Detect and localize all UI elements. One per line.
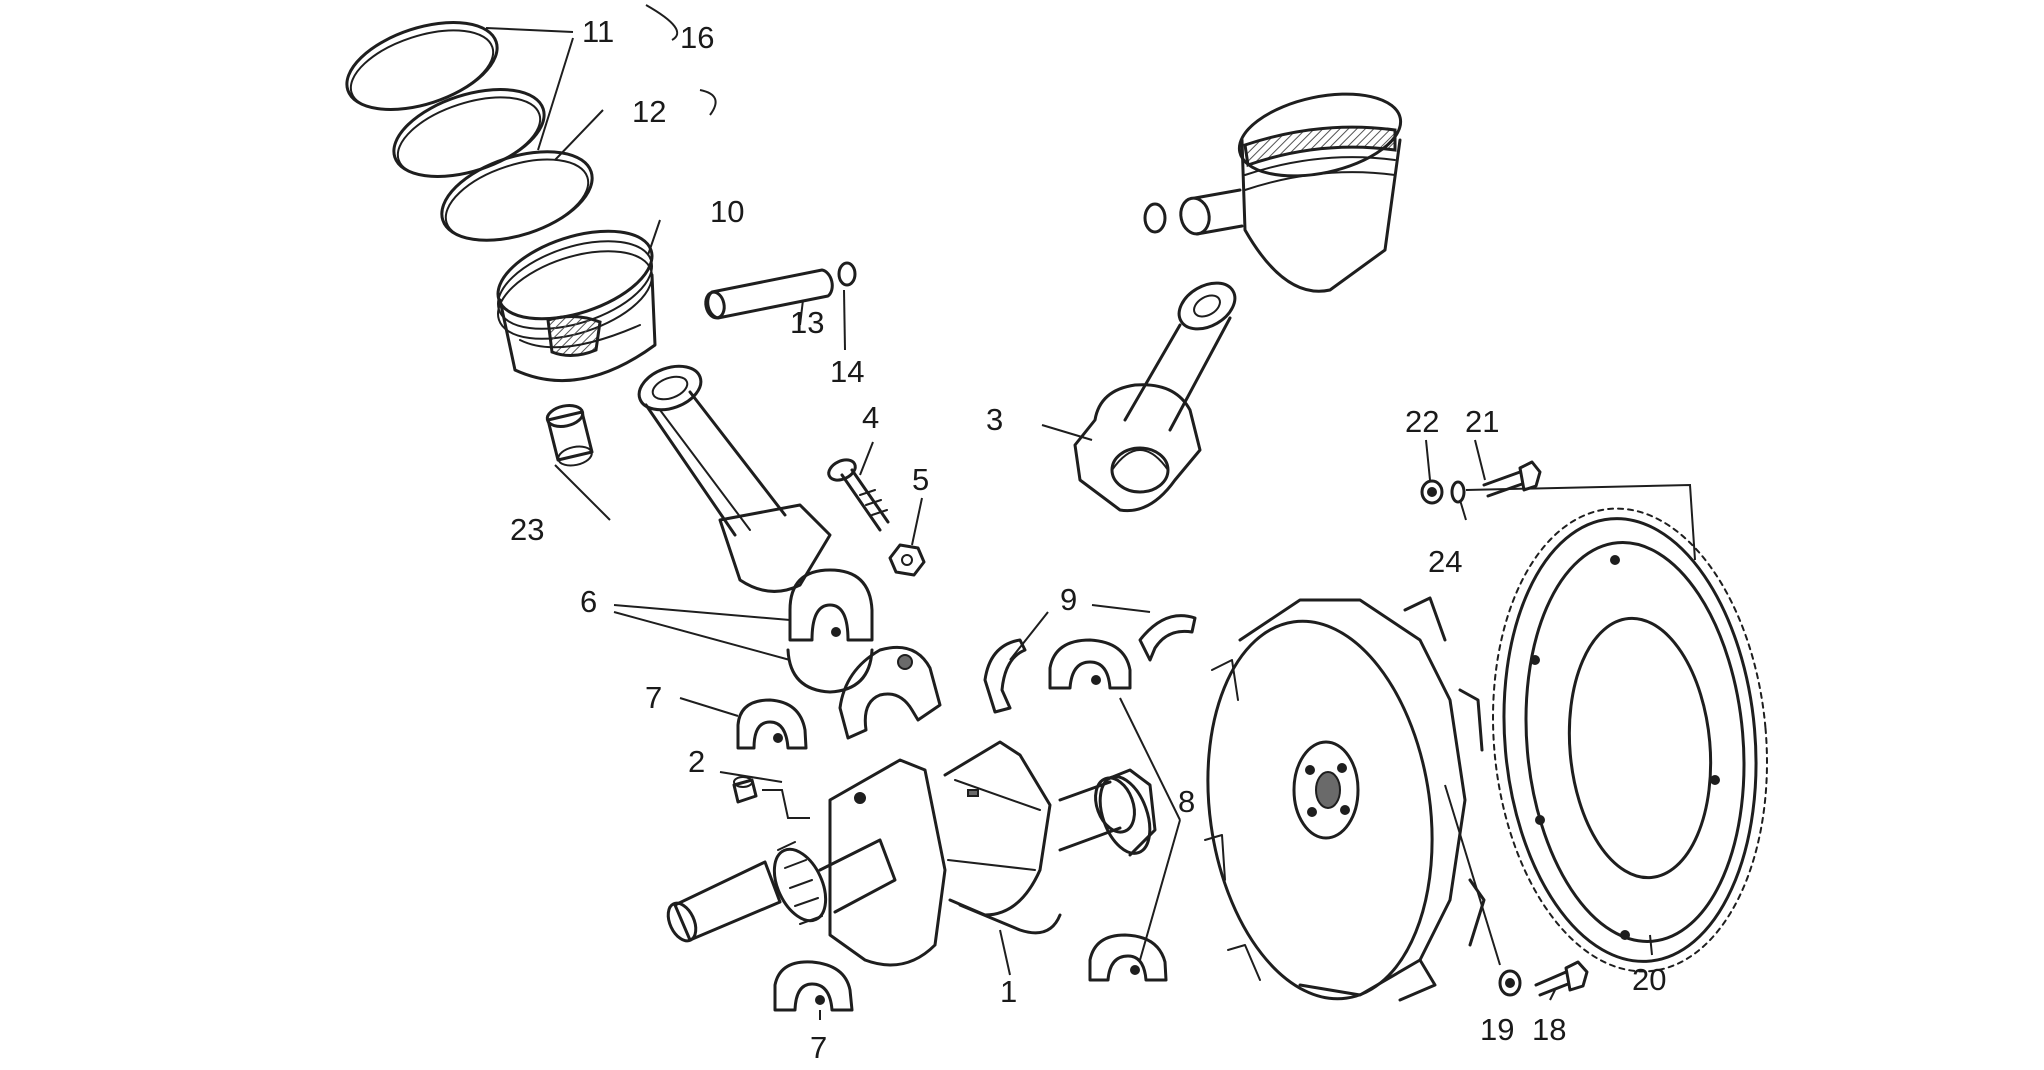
clutch-flywheel-assembly: [1204, 596, 1486, 1002]
callout-2: 2: [688, 744, 705, 779]
callout-24: 24: [1428, 544, 1462, 579]
callout-18: 18: [1532, 1012, 1566, 1047]
crankshaft-1: [666, 740, 1157, 967]
callout-22: 22: [1405, 404, 1439, 439]
callout-9: 9: [1060, 582, 1077, 617]
washer-24: [1450, 480, 1466, 504]
piston-assembled-right: [1143, 92, 1403, 293]
callout-5: 5: [912, 462, 929, 497]
callout-21: 21: [1465, 404, 1499, 439]
callout-3: 3: [986, 402, 1003, 437]
thrust-washers-9: [983, 614, 1197, 714]
callout-19: 19: [1480, 1012, 1514, 1047]
leader-lines: [485, 4, 1696, 1020]
callout-20: 20: [1632, 962, 1666, 997]
connecting-rod-3: [1073, 281, 1237, 513]
callout-11: 11: [582, 14, 614, 49]
callout-16: 16: [680, 20, 714, 55]
bolt-18: [1534, 960, 1589, 997]
circlip-14: [837, 261, 857, 287]
piston-ring-12: [440, 150, 594, 242]
callout-12: 12: [632, 94, 666, 129]
rod-bolt-4: [827, 458, 890, 532]
callout-13: 13: [790, 305, 824, 340]
callout-8: 8: [1178, 784, 1195, 819]
main-bearing-shell-7-lower: [773, 960, 854, 1012]
callout-labels: 11 16 12 10 13 14 4 5 3 23 6 7 2 9 8 1 7…: [510, 14, 1666, 1065]
callout-23: 23: [510, 512, 544, 547]
nut-5: [888, 543, 926, 577]
rod-cap: [838, 645, 942, 740]
nut-19: [1498, 969, 1522, 997]
piston-10: [496, 229, 657, 383]
small-end-bush-23: [545, 404, 594, 467]
big-end-bearing-shells-6: [786, 568, 874, 694]
callout-1: 1: [1000, 974, 1017, 1009]
connecting-rod-left: [637, 364, 832, 593]
callout-7-upper: 7: [645, 680, 662, 715]
main-bearing-shell-7-upper: [736, 698, 808, 750]
main-bearing-shells-8: [1048, 638, 1168, 982]
washer-22-nut: [1420, 479, 1444, 505]
callout-10: 10: [710, 194, 744, 229]
callout-4: 4: [862, 400, 879, 435]
bolt-21: [1482, 460, 1542, 498]
piston-pin-13: [704, 268, 834, 320]
callout-14: 14: [830, 354, 864, 389]
callout-7-lower: 7: [810, 1030, 827, 1065]
plug-2: [732, 776, 758, 804]
ring-gear-flywheel-20: [1492, 507, 1768, 973]
callout-6: 6: [580, 584, 597, 619]
piston-rings-11: [345, 21, 546, 178]
